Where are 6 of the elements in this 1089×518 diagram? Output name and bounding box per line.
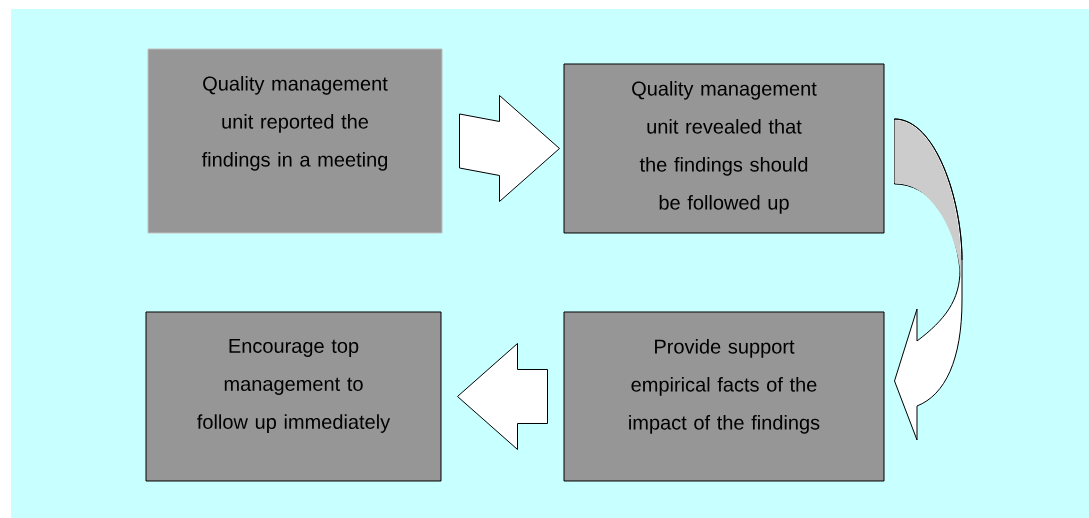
process-box: Quality management unit reported the findings in a meeting <box>147 48 443 234</box>
block-arrow <box>459 95 560 202</box>
block-arrow <box>457 343 548 450</box>
process-box: Provide support empirical facts of the impact of the findings <box>563 311 885 482</box>
process-box: Quality management unit revealed that the findings should be followed up <box>563 63 885 234</box>
process-box: Encourage top management to follow up immediately <box>145 311 442 482</box>
